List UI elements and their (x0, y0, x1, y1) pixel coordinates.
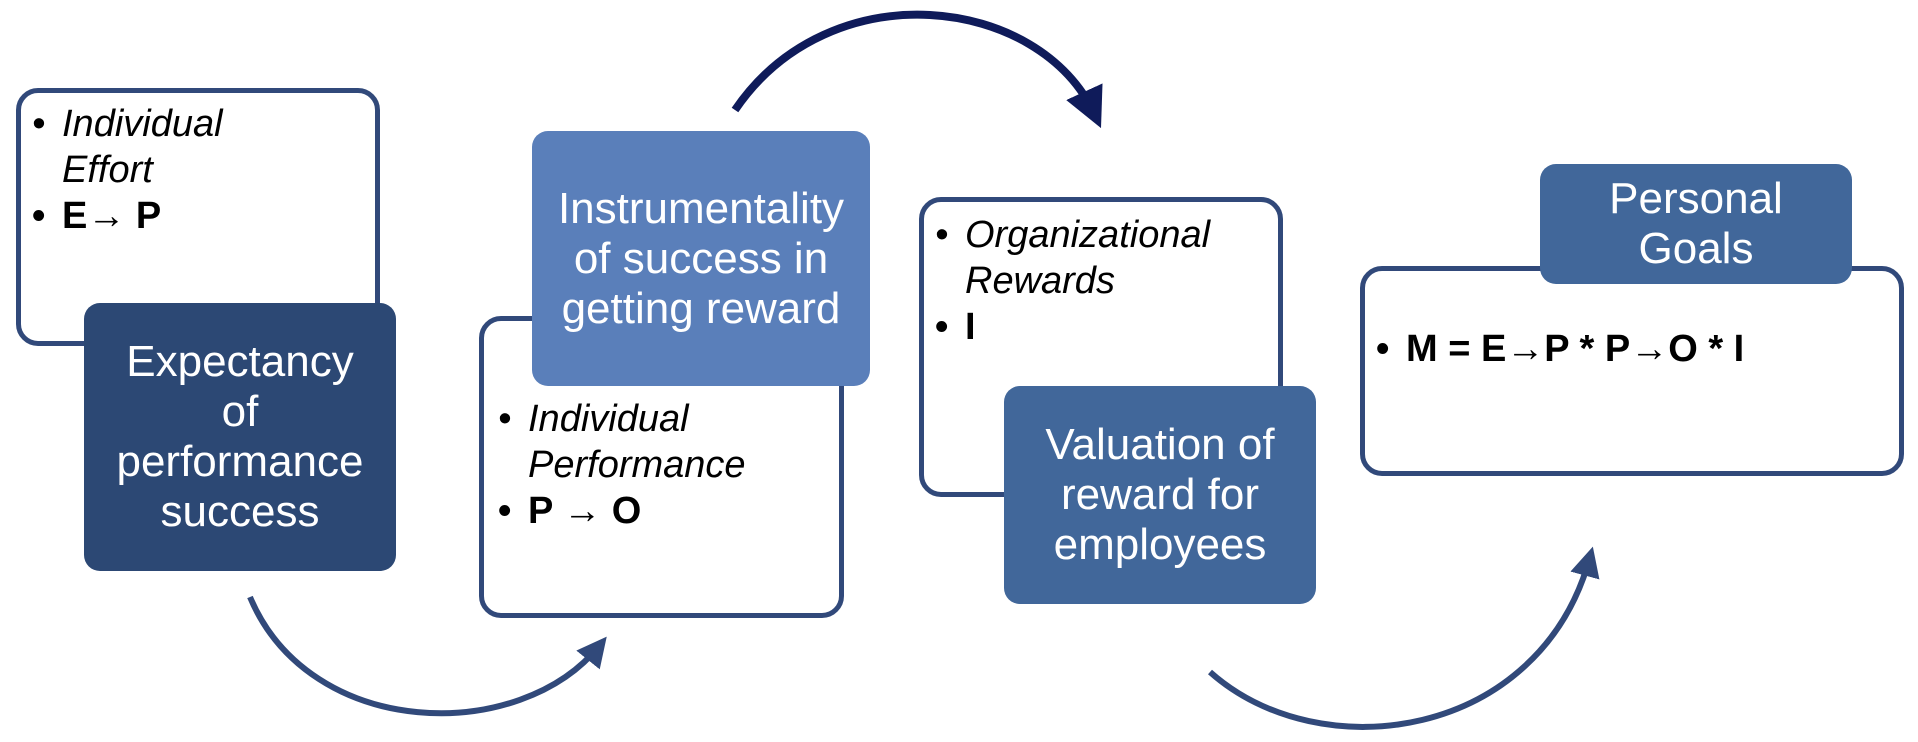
arrow-instrumentality-to-valuation (731, 10, 1103, 129)
goals-box: Personal Goals (1540, 164, 1852, 284)
valuation-label: Valuation of reward for employees (1045, 420, 1275, 569)
expectancy-box: Expectancy of performance success (84, 303, 396, 571)
bullet-performance-to-outcome: P → O (494, 488, 834, 534)
bullet-individual-effort: Individual Effort (28, 101, 368, 193)
bullet-effort-to-performance: E→ P (28, 193, 368, 239)
instrumentality-box: Instrumentality of success in getting re… (532, 131, 870, 386)
goals-label: Personal Goals (1609, 174, 1783, 273)
effort-bullet-list: Individual Effort E→ P (28, 101, 368, 239)
bullet-individual-performance: Individual Performance (494, 396, 834, 488)
valuation-box: Valuation of reward for employees (1004, 386, 1316, 604)
instrumentality-label: Instrumentality of success in getting re… (557, 183, 845, 333)
expectancy-label: Expectancy of performance success (116, 337, 364, 536)
bullet-organizational-rewards: Organizational Rewards (931, 212, 1281, 304)
rewards-bullet-list: Organizational Rewards I (931, 212, 1281, 350)
bullet-motivation-formula: M = E→P * P→O * I (1372, 326, 1892, 372)
formula-bullet-list: M = E→P * P→O * I (1372, 326, 1892, 372)
performance-bullet-list: Individual Performance P → O (494, 396, 834, 534)
bullet-instrumentality-i: I (931, 304, 1281, 350)
